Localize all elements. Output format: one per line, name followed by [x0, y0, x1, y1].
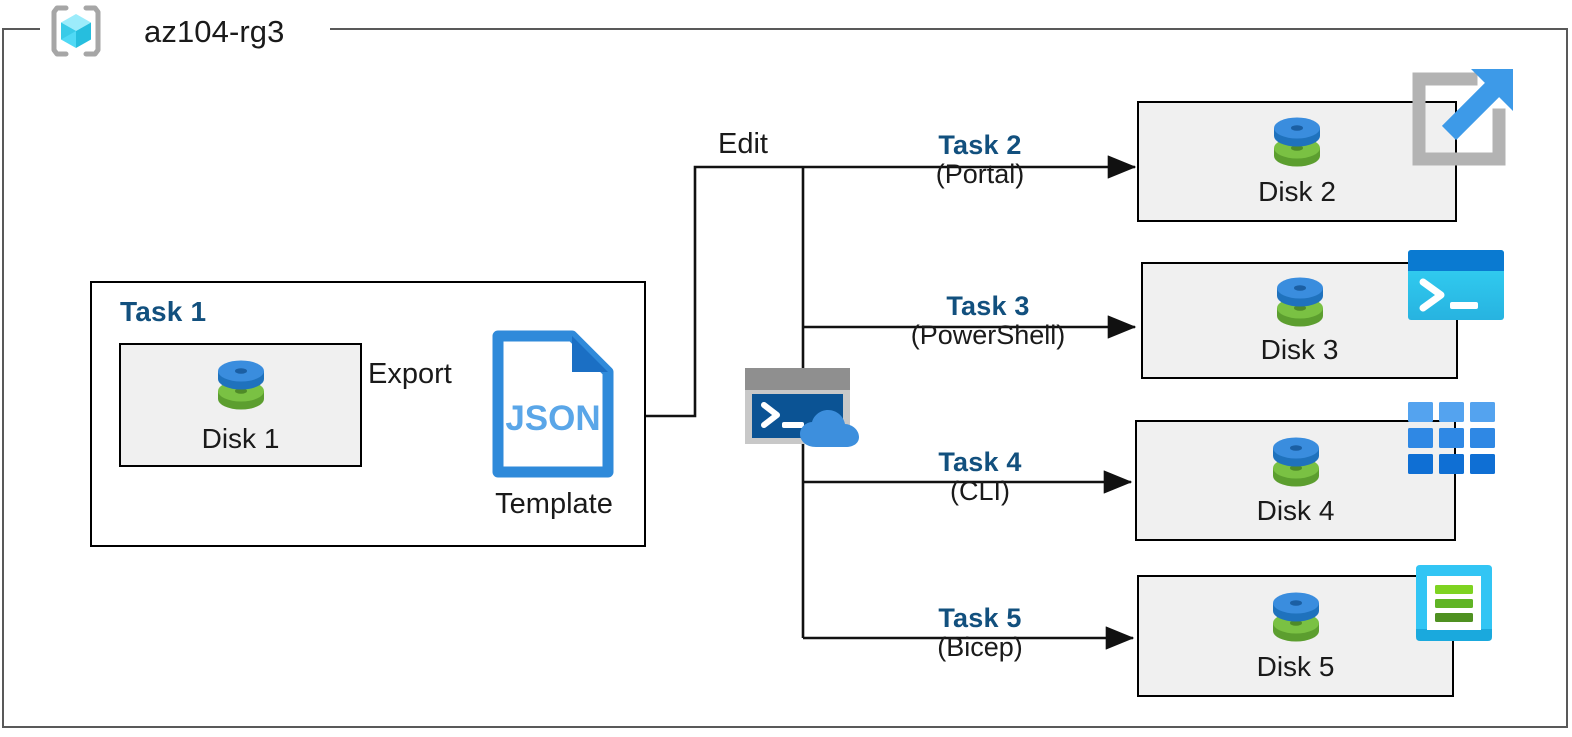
disk4-box[interactable]: Disk 4: [1135, 420, 1456, 541]
task4-label: Task 4: [938, 447, 1022, 477]
task5-edge-label: Task 5 (Bicep): [862, 604, 1098, 663]
disk3-box[interactable]: Disk 3: [1141, 262, 1458, 379]
task2-label: Task 2: [938, 130, 1022, 160]
task2-edge-label: Task 2 (Portal): [862, 131, 1098, 190]
task4-edge-label: Task 4 (CLI): [862, 448, 1098, 507]
cloud-shell-icon: [744, 367, 864, 456]
edit-label: Edit: [718, 128, 768, 160]
resource-group-title-gap: [40, 18, 330, 40]
disk5-box[interactable]: Disk 5: [1137, 575, 1454, 697]
json-file-icon: JSON: [492, 330, 614, 483]
json-file-label: JSON: [505, 399, 600, 438]
disk3-caption: Disk 3: [1260, 334, 1339, 365]
disk2-box[interactable]: Disk 2: [1137, 101, 1457, 222]
disk1-caption: Disk 1: [201, 423, 280, 454]
disk5-caption: Disk 5: [1256, 651, 1335, 682]
resource-group-name: az104-rg3: [144, 14, 285, 49]
managed-disk-icon: [1267, 432, 1325, 497]
task4-method: (CLI): [950, 476, 1010, 507]
managed-disk-icon: [212, 355, 270, 420]
azure-cli-icon: [1408, 402, 1496, 479]
disk4-caption: Disk 4: [1256, 495, 1335, 526]
task3-method: (PowerShell): [910, 320, 1066, 351]
task1-label: Task 1: [120, 296, 207, 327]
disk1-box[interactable]: Disk 1: [119, 343, 362, 467]
bicep-icon: [1408, 557, 1500, 654]
task5-label: Task 5: [938, 603, 1022, 633]
managed-disk-icon: [1271, 272, 1329, 337]
powershell-icon: [1408, 250, 1504, 325]
resource-group-frame: [2, 28, 1568, 728]
export-label: Export: [368, 358, 452, 390]
azure-resource-group-icon: [48, 3, 104, 59]
azure-portal-icon: [1405, 63, 1517, 173]
task5-method: (Bicep): [937, 632, 1023, 663]
disk2-caption: Disk 2: [1258, 176, 1336, 207]
task2-method: (Portal): [935, 159, 1025, 190]
task3-label: Task 3: [946, 291, 1030, 321]
template-caption: Template: [495, 488, 613, 520]
managed-disk-icon: [1267, 587, 1325, 652]
task3-edge-label: Task 3 (PowerShell): [858, 292, 1118, 351]
managed-disk-icon: [1268, 112, 1326, 177]
